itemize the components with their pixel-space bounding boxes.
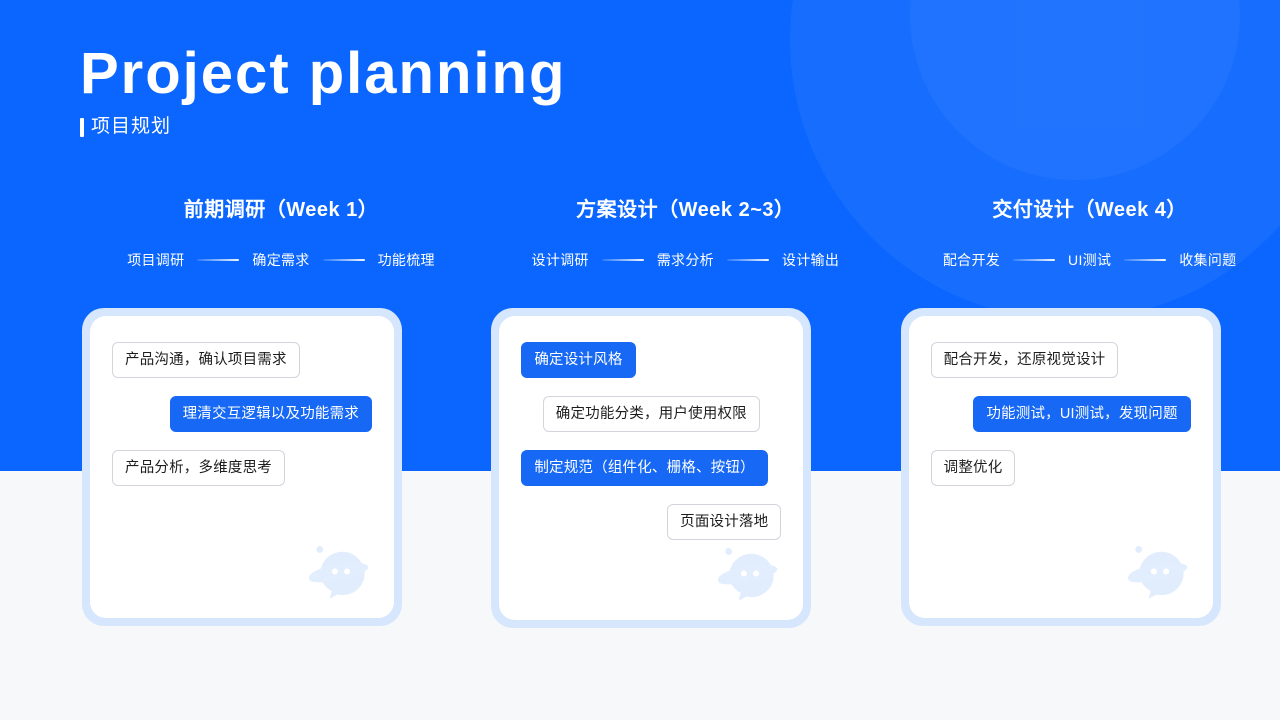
task-pill[interactable]: 确定功能分类，用户使用权限 (542, 396, 760, 432)
phase-column-3: 交付设计（Week 4） 配合开发 UI测试 收集问题 (891, 0, 1280, 720)
task-row: 产品沟通，确认项目需求 (112, 342, 372, 378)
step-label: 确定需求 (252, 252, 310, 268)
task-row: 理清交互逻辑以及功能需求 (112, 396, 372, 432)
task-row: 页面设计落地 (521, 504, 782, 540)
step-label: 设计调研 (531, 252, 589, 268)
task-row: 制定规范（组件化、栅格、按钮） (521, 450, 781, 486)
task-row: 调整优化 (930, 450, 1191, 486)
planet-mascot-icon (1127, 545, 1187, 599)
step-label: 配合开发 (942, 252, 1001, 268)
step-label: 收集问题 (1179, 252, 1237, 268)
step-label: 设计输出 (781, 252, 840, 268)
phase-heading-3: 交付设计（Week 4） (992, 199, 1187, 221)
page-subtitle: 项目规划 (91, 116, 172, 137)
task-pill[interactable]: 功能测试，UI测试，发现问题 (973, 396, 1191, 432)
phase-card-2: 确定设计风格 确定功能分类，用户使用权限 制定规范（组件化、栅格、按钮） 页面设… (499, 316, 804, 620)
task-row: 功能测试，UI测试，发现问题 (931, 396, 1191, 432)
phase-steps-3: 配合开发 UI测试 收集问题 (891, 250, 1280, 270)
phase-card-frame-2: 确定设计风格 确定功能分类，用户使用权限 制定规范（组件化、栅格、按钮） 页面设… (491, 308, 812, 628)
task-list-1: 产品沟通，确认项目需求 理清交互逻辑以及功能需求 产品分析，多维度思考 (112, 342, 372, 486)
task-pill[interactable]: 确定设计风格 (521, 342, 636, 378)
task-pill[interactable]: 理清交互逻辑以及功能需求 (169, 396, 372, 432)
step-label: 项目调研 (127, 252, 185, 268)
phase-card-3: 配合开发，还原视觉设计 功能测试，UI测试，发现问题 调整优化 (908, 316, 1213, 618)
task-row: 确定功能分类，用户使用权限 (521, 396, 781, 432)
task-row: 配合开发，还原视觉设计 (930, 342, 1191, 378)
planet-mascot-icon (309, 545, 369, 599)
task-pill[interactable]: 制定规范（组件化、栅格、按钮） (521, 450, 768, 486)
task-pill[interactable]: 配合开发，还原视觉设计 (930, 342, 1119, 378)
step-connector-line-icon (601, 259, 644, 261)
phase-column-1: 前期调研（Week 1） 项目调研 确定需求 功能梳理 (82, 0, 471, 720)
phase-steps-2: 设计调研 需求分析 设计输出 (486, 250, 884, 270)
task-row: 产品分析，多维度思考 (112, 450, 372, 486)
step-connector-line-icon (197, 259, 240, 261)
step-connector-line-icon (1013, 259, 1056, 261)
phase-card-1: 产品沟通，确认项目需求 理清交互逻辑以及功能需求 产品分析，多维度思考 (90, 316, 394, 618)
task-pill[interactable]: 产品分析，多维度思考 (112, 450, 285, 486)
phase-steps-1: 项目调研 确定需求 功能梳理 (82, 250, 480, 270)
phase-heading-1: 前期调研（Week 1） (183, 199, 379, 221)
step-connector-line-icon (322, 259, 365, 261)
step-connector-line-icon (726, 259, 769, 261)
step-label: UI测试 (1068, 252, 1112, 268)
phase-column-2: 方案设计（Week 2~3） 设计调研 需求分析 设计输出 (486, 0, 875, 720)
title-block: Project planning 项目规划 (80, 42, 566, 138)
planet-mascot-icon (718, 547, 778, 601)
task-pill[interactable]: 页面设计落地 (667, 504, 782, 540)
page-title: Project planning (80, 41, 567, 106)
task-pill[interactable]: 产品沟通，确认项目需求 (112, 342, 300, 378)
page-subtitle-row: 项目规划 (80, 116, 566, 138)
task-pill[interactable]: 调整优化 (930, 450, 1016, 486)
step-label: 功能梳理 (377, 252, 435, 268)
subtitle-accent-bar (80, 117, 84, 137)
phase-heading-2: 方案设计（Week 2~3） (576, 199, 795, 221)
task-list-3: 配合开发，还原视觉设计 功能测试，UI测试，发现问题 调整优化 (930, 342, 1191, 486)
phase-card-frame-1: 产品沟通，确认项目需求 理清交互逻辑以及功能需求 产品分析，多维度思考 (82, 308, 402, 626)
task-list-2: 确定设计风格 确定功能分类，用户使用权限 制定规范（组件化、栅格、按钮） 页面设… (521, 342, 782, 540)
phase-card-frame-3: 配合开发，还原视觉设计 功能测试，UI测试，发现问题 调整优化 (900, 308, 1221, 626)
step-label: 需求分析 (656, 252, 714, 268)
step-connector-line-icon (1124, 259, 1167, 261)
task-row: 确定设计风格 (521, 342, 781, 378)
